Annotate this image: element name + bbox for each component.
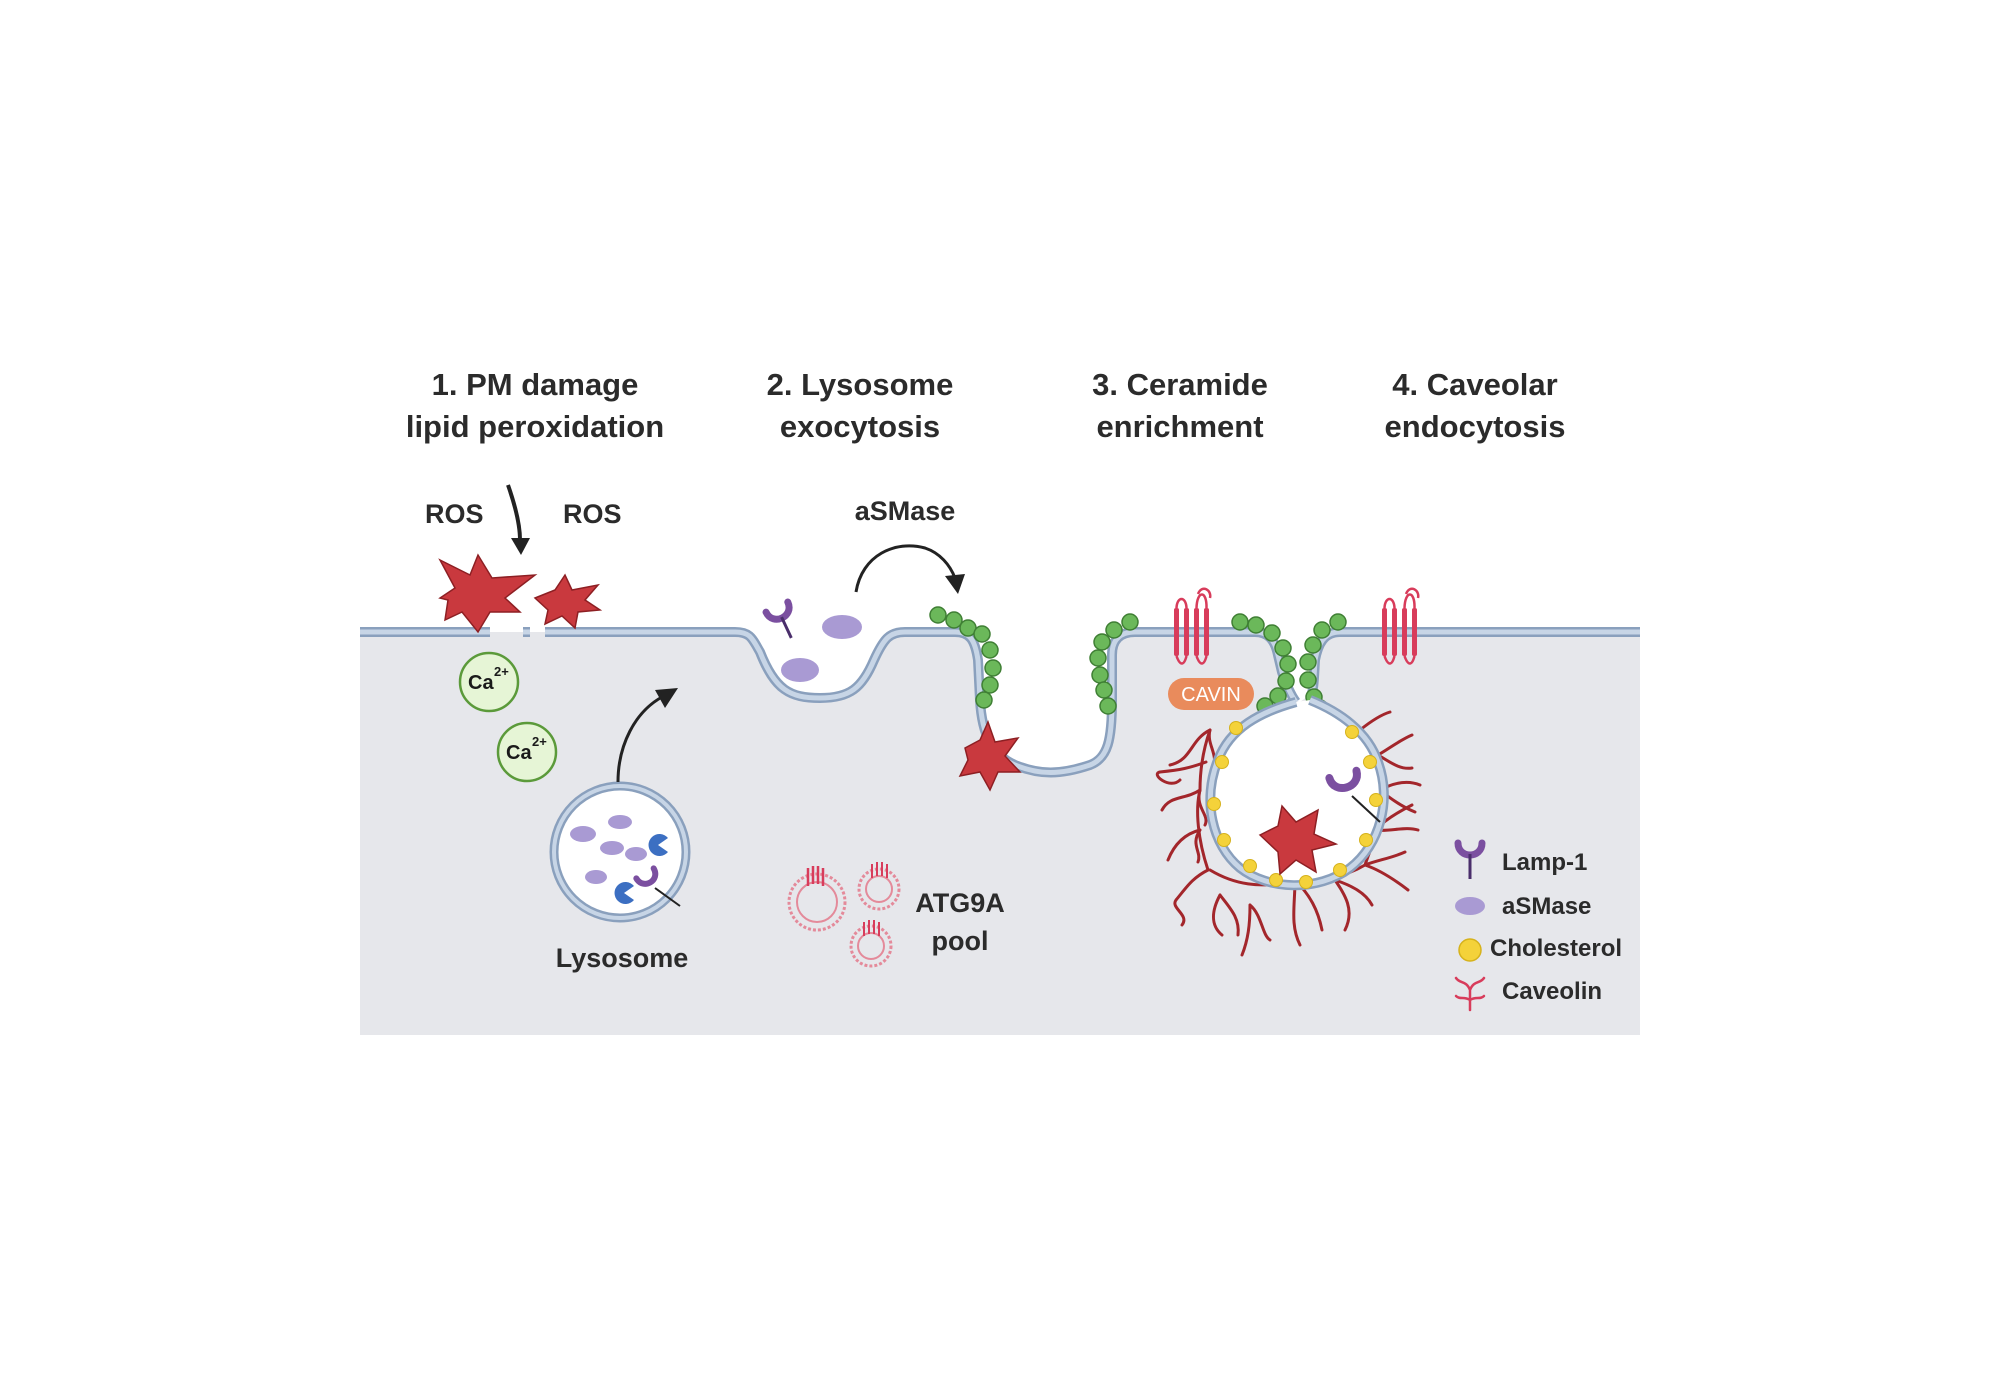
step-3-line-2: enrichment	[1096, 409, 1263, 444]
step-3-line-1: 3. Ceramide	[1092, 367, 1268, 402]
calcium-charge-2: 2+	[532, 734, 547, 749]
ros-starburst-small	[533, 573, 603, 630]
vesicle-lamp1	[1325, 766, 1361, 792]
legend-item-asmase: aSMase	[1455, 893, 1591, 920]
ros-arrow	[506, 484, 530, 555]
atg9a-vesicle-3	[849, 920, 893, 968]
step-4-title: 4. Caveolar endocytosis	[1385, 367, 1566, 444]
asmase-arrow	[854, 544, 965, 594]
vesicle-ros-starburst	[1258, 804, 1339, 876]
atg9a-vesicle-2	[857, 862, 901, 911]
step-4-line-2: endocytosis	[1385, 409, 1566, 444]
legend-item-cholesterol: Cholesterol	[1458, 935, 1622, 962]
lysosome-protein-1	[648, 834, 668, 857]
step-2-title: 2. Lysosome exocytosis	[767, 367, 954, 444]
lysosome-asmase-3	[600, 841, 624, 855]
calcium-ion-1: Ca 2+	[458, 651, 520, 713]
lysosome-asmase-5	[585, 870, 607, 884]
calcium-ion-2: Ca 2+	[496, 721, 558, 783]
legend-label-caveolin: Caveolin	[1502, 978, 1602, 1005]
caveolin-icon	[1454, 976, 1486, 1012]
pit-lamp1	[762, 598, 793, 639]
calcium-label-1: Ca	[468, 672, 494, 694]
fusion-pit-contents	[762, 598, 862, 682]
step-2-line-1: 2. Lysosome	[767, 367, 954, 402]
atg9a-vesicles	[787, 862, 901, 968]
vesicle-lamp1-stalk	[1351, 795, 1381, 823]
legend-item-caveolin: Caveolin	[1454, 976, 1602, 1012]
atg9a-vesicle-1	[787, 866, 847, 932]
legend-label-asmase: aSMase	[1502, 893, 1591, 920]
step-1-title: 1. PM damage lipid peroxidation	[406, 367, 664, 444]
ros-label-right: ROS	[563, 499, 622, 529]
step-1-line-1: 1. PM damage	[432, 367, 639, 402]
step-4-line-1: 4. Caveolar	[1392, 367, 1557, 402]
lysosome-protein-2	[614, 882, 634, 905]
atg9a-label-line-2: pool	[932, 926, 989, 956]
legend-label-lamp1: Lamp-1	[1502, 849, 1587, 876]
step-2-line-2: exocytosis	[780, 409, 940, 444]
asmase-icon	[1455, 897, 1485, 915]
lysosome-exocytosis-arrow	[616, 688, 678, 783]
lysosome	[549, 781, 691, 923]
lysosome-label: Lysosome	[556, 943, 689, 973]
lysosome-asmase-2	[608, 815, 632, 829]
legend-label-cholesterol: Cholesterol	[1490, 935, 1622, 962]
lysosome-asmase-4	[625, 847, 647, 861]
cavin-label: CAVIN	[1181, 684, 1241, 706]
legend: Lamp-1 aSMase Cholesterol Caveolin	[1454, 843, 1622, 1012]
membrane-inner-layer	[360, 629, 1640, 775]
pit-asmase-2	[781, 658, 819, 682]
ros-starburst-membrane	[958, 719, 1022, 792]
asmase-label: aSMase	[855, 496, 956, 526]
cholesterol-icon	[1458, 938, 1482, 962]
calcium-label-2: Ca	[506, 742, 532, 764]
pit-asmase-1	[822, 615, 862, 639]
step-3-title: 3. Ceramide enrichment	[1092, 367, 1268, 444]
atg9a-label-line-1: ATG9A	[915, 888, 1005, 918]
cavin-badge: CAVIN	[1168, 678, 1254, 710]
step-1-line-2: lipid peroxidation	[406, 409, 664, 444]
lysosome-asmase-1	[570, 826, 596, 842]
ros-starburst-large	[438, 553, 538, 634]
caveolar-vesicle	[1156, 695, 1422, 957]
legend-item-lamp1: Lamp-1	[1458, 843, 1587, 879]
ros-label-left: ROS	[425, 499, 484, 529]
lysosome-lamp1	[633, 865, 659, 887]
calcium-charge-1: 2+	[494, 664, 509, 679]
